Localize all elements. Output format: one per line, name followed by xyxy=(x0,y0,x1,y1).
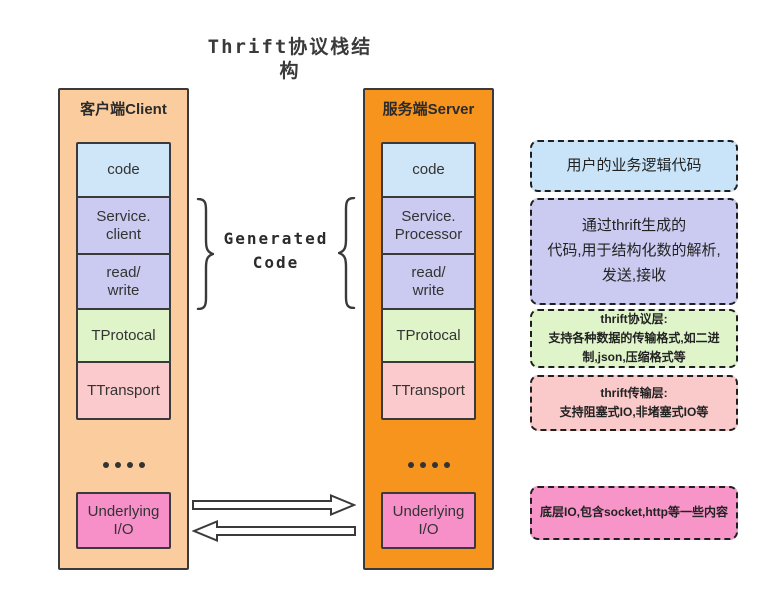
client-layer-read-write-label: read/ write xyxy=(106,263,141,299)
client-column: 客户端Client code Service. client read/ wri… xyxy=(58,88,189,570)
annotation-user-logic: 用户的业务逻辑代码 xyxy=(530,140,738,192)
client-layer-ttransport: TTransport xyxy=(76,361,171,420)
client-layer-code: code xyxy=(76,142,171,198)
client-generated-brace-icon xyxy=(196,198,214,310)
server-layer-code: code xyxy=(381,142,476,198)
server-layer-read-write: read/ write xyxy=(381,253,476,310)
server-layer-service-processor-label: Service. Processor xyxy=(394,207,463,243)
diagram-title: Thrift协议栈结构 xyxy=(207,36,373,82)
annotation-transport-layer-text: thrift传输层: 支持阻塞式IO,非堵塞式IO等 xyxy=(559,385,709,419)
client-column-header: 客户端Client xyxy=(80,101,167,118)
client-layer-service-client-label: Service. client xyxy=(96,207,151,243)
client-layer-tprotocal: TProtocal xyxy=(76,308,171,363)
client-layer-underlying-io: Underlying I/O xyxy=(76,492,171,549)
response-arrow-left-icon xyxy=(192,520,356,542)
server-column-header: 服务端Server xyxy=(382,101,475,118)
server-layer-underlying-io-label: Underlying I/O xyxy=(392,502,465,538)
client-layer-tprotocal-label: TProtocal xyxy=(91,326,156,344)
client-layer-code-label: code xyxy=(107,161,140,178)
server-layer-tprotocal: TProtocal xyxy=(381,308,476,363)
annotation-protocol-layer-text: thrift协议层: 支持各种数据的传输格式,如二进制,json,压缩格式等 xyxy=(548,311,720,365)
request-arrow-right-icon xyxy=(192,494,356,516)
server-layer-tprotocal-label: TProtocal xyxy=(396,326,461,344)
server-column: 服务端Server code Service. Processor read/ … xyxy=(363,88,494,570)
annotation-underlying-io: 底层IO,包含socket,http等一些内容 xyxy=(530,486,738,540)
annotation-generated-code: 通过thrift生成的 代码,用于结构化数的解析, 发送,接收 xyxy=(530,198,738,305)
server-layer-service-processor: Service. Processor xyxy=(381,196,476,255)
client-layer-ttransport-label: TTransport xyxy=(87,381,160,399)
client-layer-service-client: Service. client xyxy=(76,196,171,255)
server-layer-underlying-io: Underlying I/O xyxy=(381,492,476,549)
annotation-underlying-io-text: 底层IO,包含socket,http等一些内容 xyxy=(539,505,728,520)
server-layer-code-label: code xyxy=(412,161,445,178)
generated-code-label: Generated Code xyxy=(223,229,329,272)
annotation-generated-code-text: 通过thrift生成的 代码,用于结构化数的解析, 发送,接收 xyxy=(547,217,721,284)
client-more-layers-dots-icon xyxy=(76,458,171,472)
client-layer-underlying-io-label: Underlying I/O xyxy=(87,502,160,538)
server-generated-brace-icon xyxy=(338,197,356,309)
annotation-transport-layer: thrift传输层: 支持阻塞式IO,非堵塞式IO等 xyxy=(530,375,738,431)
client-layer-read-write: read/ write xyxy=(76,253,171,310)
annotation-user-logic-text: 用户的业务逻辑代码 xyxy=(566,156,702,174)
annotation-protocol-layer: thrift协议层: 支持各种数据的传输格式,如二进制,json,压缩格式等 xyxy=(530,309,738,368)
server-layer-ttransport-label: TTransport xyxy=(392,381,465,399)
server-layer-read-write-label: read/ write xyxy=(411,263,446,299)
server-more-layers-dots-icon xyxy=(381,458,476,472)
server-layer-ttransport: TTransport xyxy=(381,361,476,420)
